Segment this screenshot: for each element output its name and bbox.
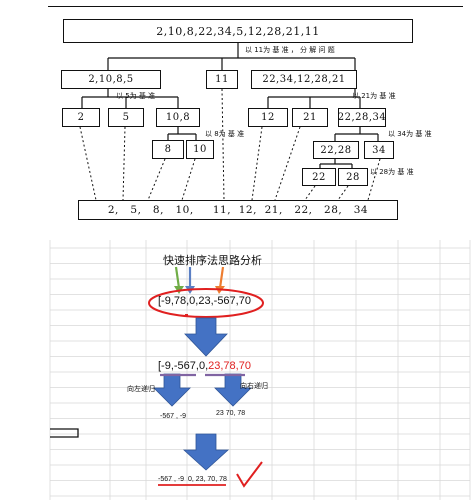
node-22-28: 22,28 (313, 141, 359, 159)
recurse-right-label: 向右递归 (240, 382, 268, 390)
partition-step: [-9,-567,0,23,78,70 (158, 360, 251, 372)
left-pivot-note: 以 5为 基 准 (116, 92, 156, 100)
node-22: 22 (302, 168, 336, 186)
node-34: 34 (364, 141, 394, 159)
right-partition-box: 22,34,12,28,21 (251, 70, 357, 89)
recursive-left-arrow (153, 373, 191, 407)
left-bracket-mark (50, 428, 79, 438)
pivot-28-note: 以 28为 基 准 (370, 168, 414, 176)
node-21: 21 (292, 108, 328, 127)
pivot-34-note: 以 34为 基 准 (388, 130, 432, 138)
green-arrow (174, 266, 181, 289)
node-5: 5 (108, 108, 144, 127)
big-down-arrow-2 (182, 433, 230, 471)
partition-left-part: [-9,-567,0, (158, 360, 209, 372)
node-10: 10 (186, 140, 214, 159)
big-down-arrow-1 (184, 317, 228, 357)
node-8: 8 (152, 140, 184, 159)
left-recursion-result: -567 , -9 (160, 413, 187, 420)
top-rule (48, 6, 463, 7)
pivot-box: 11 (206, 70, 238, 89)
node-28: 28 (338, 168, 368, 186)
root-pivot-note: 以 11为 基 准 ， 分 解 问 题 (245, 46, 335, 54)
check-mark-icon (236, 461, 263, 488)
right-recursion-result: 23 70, 78 (216, 410, 246, 417)
initial-array: [-9,78,0,23,-567,70 (158, 295, 251, 307)
tree-connectors (79, 43, 381, 201)
orange-arrow (218, 266, 225, 289)
node-22-28-34: 22,28,34 (338, 108, 386, 127)
node-12: 12 (248, 108, 288, 127)
right-pivot-note: 以 21为 基 准 (352, 92, 396, 100)
final-sorted-result: -567 , -9 0, 23, 70, 78 (158, 476, 227, 483)
node-2: 2 (62, 108, 100, 127)
recurse-left-label: 向左递归 (127, 385, 155, 393)
left-partition-box: 2,10,8,5 (61, 70, 161, 89)
array-highlight-circle (148, 288, 264, 318)
root-array-box: 2,10,8,22,34,5,12,28,21,11 (63, 19, 413, 43)
partition-right-part: 23,78,70 (208, 360, 251, 372)
node-10-8: 10,8 (156, 108, 200, 127)
pivot-marker (185, 314, 188, 317)
sorted-result-box: 2, 5, 8, 10, 11, 12, 21, 22, 28, 34 (78, 200, 398, 220)
analysis-title: 快速排序法思路分析 (163, 254, 262, 267)
pivot-8-note: 以 8为 基 准 (205, 130, 245, 138)
recursive-right-arrow (214, 373, 252, 407)
